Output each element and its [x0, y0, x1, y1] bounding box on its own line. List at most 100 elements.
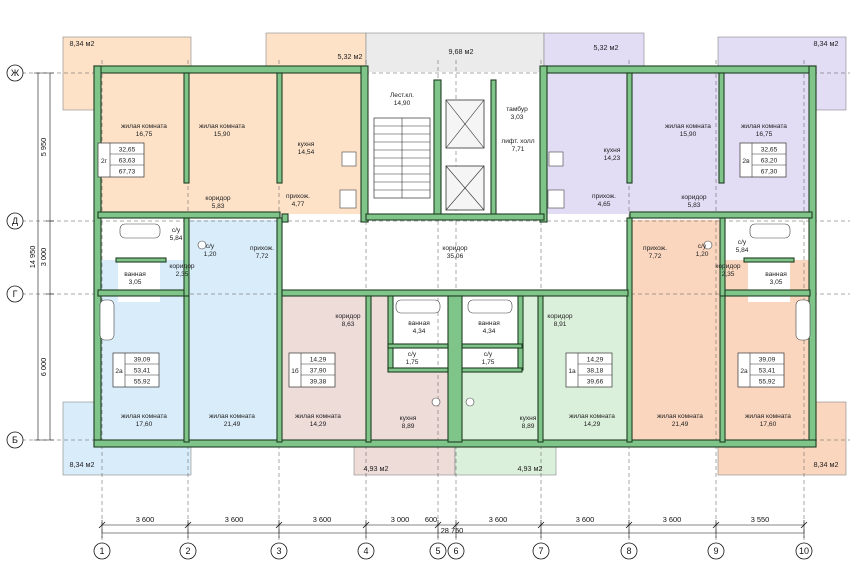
room-label: прихож.4,77: [286, 193, 310, 208]
apartment-full-area: 55,92: [759, 379, 776, 386]
apartment-total-area: 53,41: [759, 368, 776, 375]
axis-bubble-4: 4: [357, 542, 375, 560]
room-name: коридор: [442, 245, 467, 252]
room-name: коридор: [205, 195, 230, 202]
axis-bubble-8: 8: [620, 542, 638, 560]
fixtures: [99, 151, 811, 407]
room-name: жилая комната: [295, 413, 341, 420]
balcony-label-top-center: 9,68 м2: [449, 47, 474, 56]
axis-bubble-1: 1: [93, 542, 111, 560]
walls: [93, 65, 817, 448]
room-name: ванная: [478, 320, 500, 327]
svg-text:Б: Б: [12, 435, 18, 445]
svg-text:Г: Г: [13, 289, 18, 299]
room-label: Лест.кл.14,90: [390, 92, 414, 107]
room-area: 14,23: [604, 155, 621, 162]
room-label: с/у1,20: [204, 243, 217, 258]
lift-shafts: [445, 99, 485, 211]
dim-bottom-total: 28 750: [441, 526, 464, 535]
balcony-labels: 8,34 м2 5,32 м2 9,68 м2 5,32 м2 8,34 м2 …: [70, 39, 839, 473]
room-name: прихож.: [286, 193, 310, 200]
stair-core: [373, 99, 485, 211]
balcony-label-tr: 8,34 м2: [814, 39, 839, 48]
room-area: 16,75: [136, 131, 153, 138]
axis-bubble-2: 2: [179, 542, 197, 560]
balcony-bottom-c2: [454, 444, 557, 476]
apartment-full-area: 67,73: [119, 169, 136, 176]
apartment-type: 2в: [742, 158, 750, 165]
room-area: 4,77: [292, 201, 305, 208]
room-name: коридор: [681, 194, 706, 201]
room-area: 7,71: [512, 146, 525, 153]
apartment-full-area: 55,92: [134, 379, 151, 386]
axis-bubble-g: Г: [6, 285, 24, 303]
axis-bubble-zh: Ж: [6, 64, 24, 82]
svg-text:6: 6: [453, 546, 458, 556]
balcony-label-bl: 8,34 м2: [70, 460, 95, 469]
room-name: с/у: [172, 227, 181, 234]
room-name: кухня: [604, 147, 621, 154]
apartment-type: 2а: [740, 368, 748, 375]
room-name: жилая комната: [569, 413, 615, 420]
dim-left-3: 6 000: [39, 358, 48, 377]
room-area: 1,75: [406, 359, 419, 366]
room-label: с/у5,84: [736, 239, 749, 254]
room-area: 8,91: [554, 321, 567, 328]
apartment-total-area: 53,41: [134, 368, 151, 375]
room-name: жилая комната: [209, 413, 255, 420]
apartment-total-area: 38,18: [587, 368, 604, 375]
apartment-living-area: 39,09: [134, 357, 151, 364]
room-name: жилая комната: [745, 413, 791, 420]
apartment-type: 1а: [568, 368, 576, 375]
room-name: коридор: [169, 263, 194, 270]
axis-bubble-5: 5: [429, 542, 447, 560]
room-name: с/у: [738, 239, 747, 246]
room-name: с/у: [408, 351, 417, 358]
dim-left-1: 5 950: [39, 138, 48, 157]
room-label: с/у1,75: [406, 351, 419, 366]
room-area: 4,34: [483, 328, 496, 335]
dimension-left: 5 950 3 000 6 000 14 950: [28, 72, 54, 441]
apartment-full-area: 39,66: [587, 379, 604, 386]
room-area: 21,49: [672, 421, 689, 428]
balcony-label-tm: 5,32 м2: [338, 52, 363, 61]
room-area: 17,60: [136, 421, 153, 428]
room-area: 3,03: [511, 114, 524, 121]
axis-bubble-10: 10: [795, 542, 813, 560]
apartment-living-area: 32,65: [119, 147, 136, 154]
room-area: 1,20: [696, 251, 709, 258]
room-area: 14,90: [394, 100, 411, 107]
axis-bubble-3: 3: [270, 542, 288, 560]
room-label: прихож.4,65: [592, 193, 616, 208]
axis-bubble-b: Б: [6, 431, 24, 449]
room-name: с/у: [698, 243, 707, 250]
room-name: лифт. холл: [501, 138, 534, 145]
balcony-label-tl: 8,34 м2: [70, 39, 95, 48]
apartment-total-area: 63,63: [119, 158, 136, 165]
dim-bottom-6: 3 600: [489, 515, 508, 524]
svg-text:Ж: Ж: [11, 68, 20, 78]
room-area: 1,75: [482, 359, 495, 366]
svg-text:1: 1: [99, 546, 104, 556]
room-name: прихож.: [643, 245, 667, 252]
room-name: жилая комната: [199, 123, 245, 130]
dim-bottom-7: 3 600: [576, 515, 595, 524]
room-name: ванная: [124, 271, 146, 278]
room-name: коридор: [547, 313, 572, 320]
room-area: 4,65: [598, 201, 611, 208]
room-area: 15,90: [214, 131, 231, 138]
room-name: тамбур: [506, 105, 528, 113]
dimension-bottom: 3 600 3 600 3 600 3 000 600 3 600 3 600 …: [98, 515, 808, 538]
